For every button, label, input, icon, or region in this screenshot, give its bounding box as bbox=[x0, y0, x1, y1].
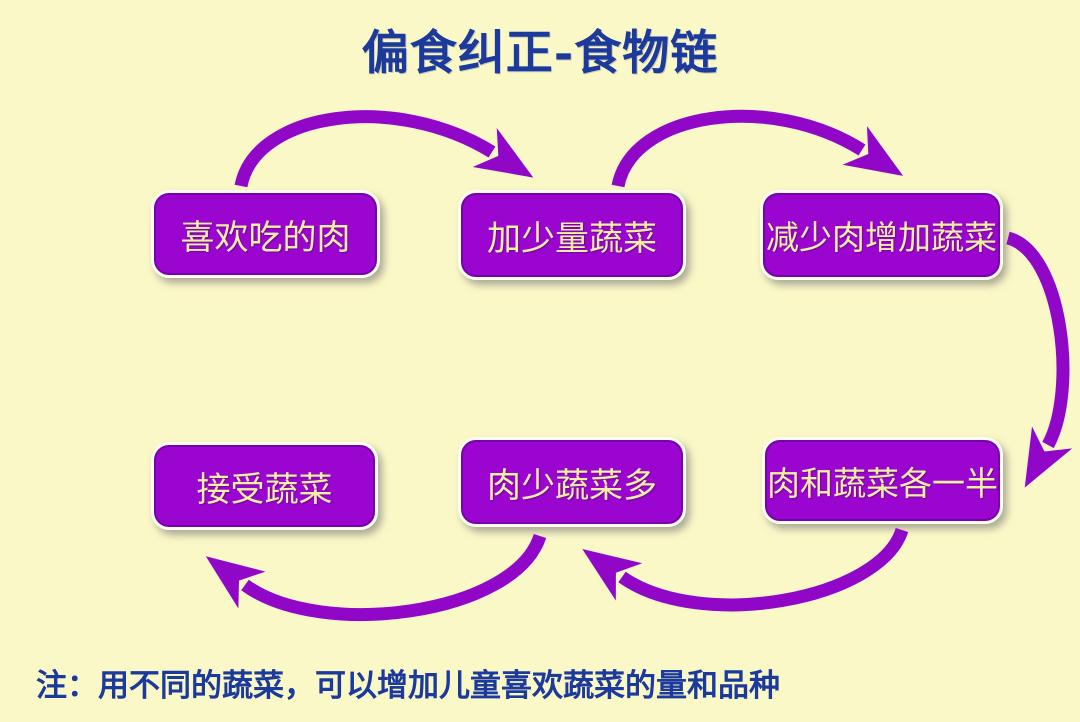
arrow-n4-to-n5-icon bbox=[582, 527, 909, 612]
flow-node-add-few-vegetables: 加少量蔬菜 bbox=[458, 190, 686, 280]
flow-node-label: 喜欢吃的肉 bbox=[180, 217, 351, 258]
flow-node-label: 减少肉增加蔬菜 bbox=[766, 218, 997, 257]
flow-node-label: 肉少蔬菜多 bbox=[487, 465, 657, 506]
flow-node-label: 接受蔬菜 bbox=[196, 469, 333, 510]
flow-node-little-meat-many-vegetables: 肉少蔬菜多 bbox=[458, 437, 686, 527]
slide-footnote: 注：用不同的蔬菜，可以增加儿童喜欢蔬菜的量和品种 bbox=[36, 668, 780, 704]
flow-node-half-meat-half-vegetables: 肉和蔬菜各一半 bbox=[762, 437, 1003, 524]
flow-node-label: 加少量蔬菜 bbox=[487, 218, 657, 259]
flow-node-accept-vegetables: 接受蔬菜 bbox=[151, 442, 378, 530]
arrow-n5-to-n6-icon bbox=[205, 533, 547, 621]
flow-node-favorite-meat: 喜欢吃的肉 bbox=[151, 190, 380, 278]
arrow-n2-to-n3-icon bbox=[611, 109, 904, 188]
slide-title: 偏食纠正-食物链 bbox=[361, 26, 719, 81]
arrow-n3-to-n4-icon bbox=[1005, 231, 1073, 488]
arrow-n1-to-n2-icon bbox=[234, 110, 534, 188]
flow-node-less-meat-more-vegetables: 减少肉增加蔬菜 bbox=[760, 190, 1003, 280]
flow-node-label: 肉和蔬菜各一半 bbox=[767, 463, 998, 503]
